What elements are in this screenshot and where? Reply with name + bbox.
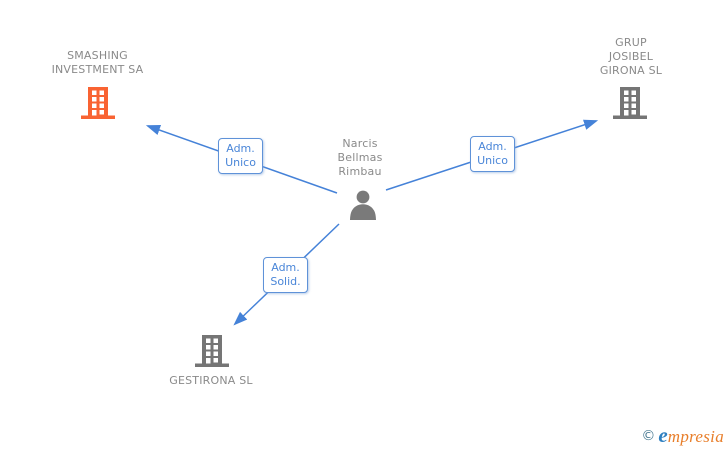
edge-label-line: Unico (477, 154, 508, 167)
building-icon[interactable] (612, 86, 648, 124)
person-label-line: Bellmas (337, 151, 383, 164)
person-label-narcis-bellmas-rimbau[interactable]: Narcis Bellmas Rimbau (285, 137, 435, 179)
edge-label-line: Solid. (270, 275, 301, 288)
empresia-logo[interactable]: ©empresia (641, 423, 724, 448)
brand-initial: e (658, 423, 668, 447)
edge-label-adm-unico-right: Adm. Unico (470, 136, 515, 172)
company-label-line: GESTIRONA SL (169, 374, 253, 387)
edge-label-adm-unico-left: Adm. Unico (218, 138, 263, 174)
company-label-grup-josibel[interactable]: GRUP JOSIBEL GIRONA SL (556, 36, 706, 78)
person-label-line: Rimbau (338, 165, 382, 178)
company-label-gestirona[interactable]: GESTIRONA SL (136, 374, 286, 388)
copyright-icon: © (641, 428, 656, 444)
person-icon[interactable] (346, 190, 380, 226)
company-label-smashing[interactable]: SMASHING INVESTMENT SA (10, 49, 185, 77)
edge-label-line: Adm. (478, 140, 507, 153)
company-label-line: GRUP (615, 36, 647, 49)
building-icon[interactable] (194, 334, 230, 372)
edge-label-line: Unico (225, 156, 256, 169)
edge-label-line: Adm. (226, 142, 255, 155)
company-label-line: JOSIBEL (608, 50, 654, 63)
company-label-line: INVESTMENT SA (51, 63, 144, 76)
building-icon[interactable] (80, 86, 116, 124)
edge-label-adm-solid: Adm. Solid. (263, 257, 308, 293)
brand-name: mpresia (667, 427, 724, 446)
company-label-line: SMASHING (67, 49, 128, 62)
company-label-line: GIRONA SL (599, 64, 663, 77)
edge-label-line: Adm. (271, 261, 300, 274)
person-label-line: Narcis (342, 137, 378, 150)
